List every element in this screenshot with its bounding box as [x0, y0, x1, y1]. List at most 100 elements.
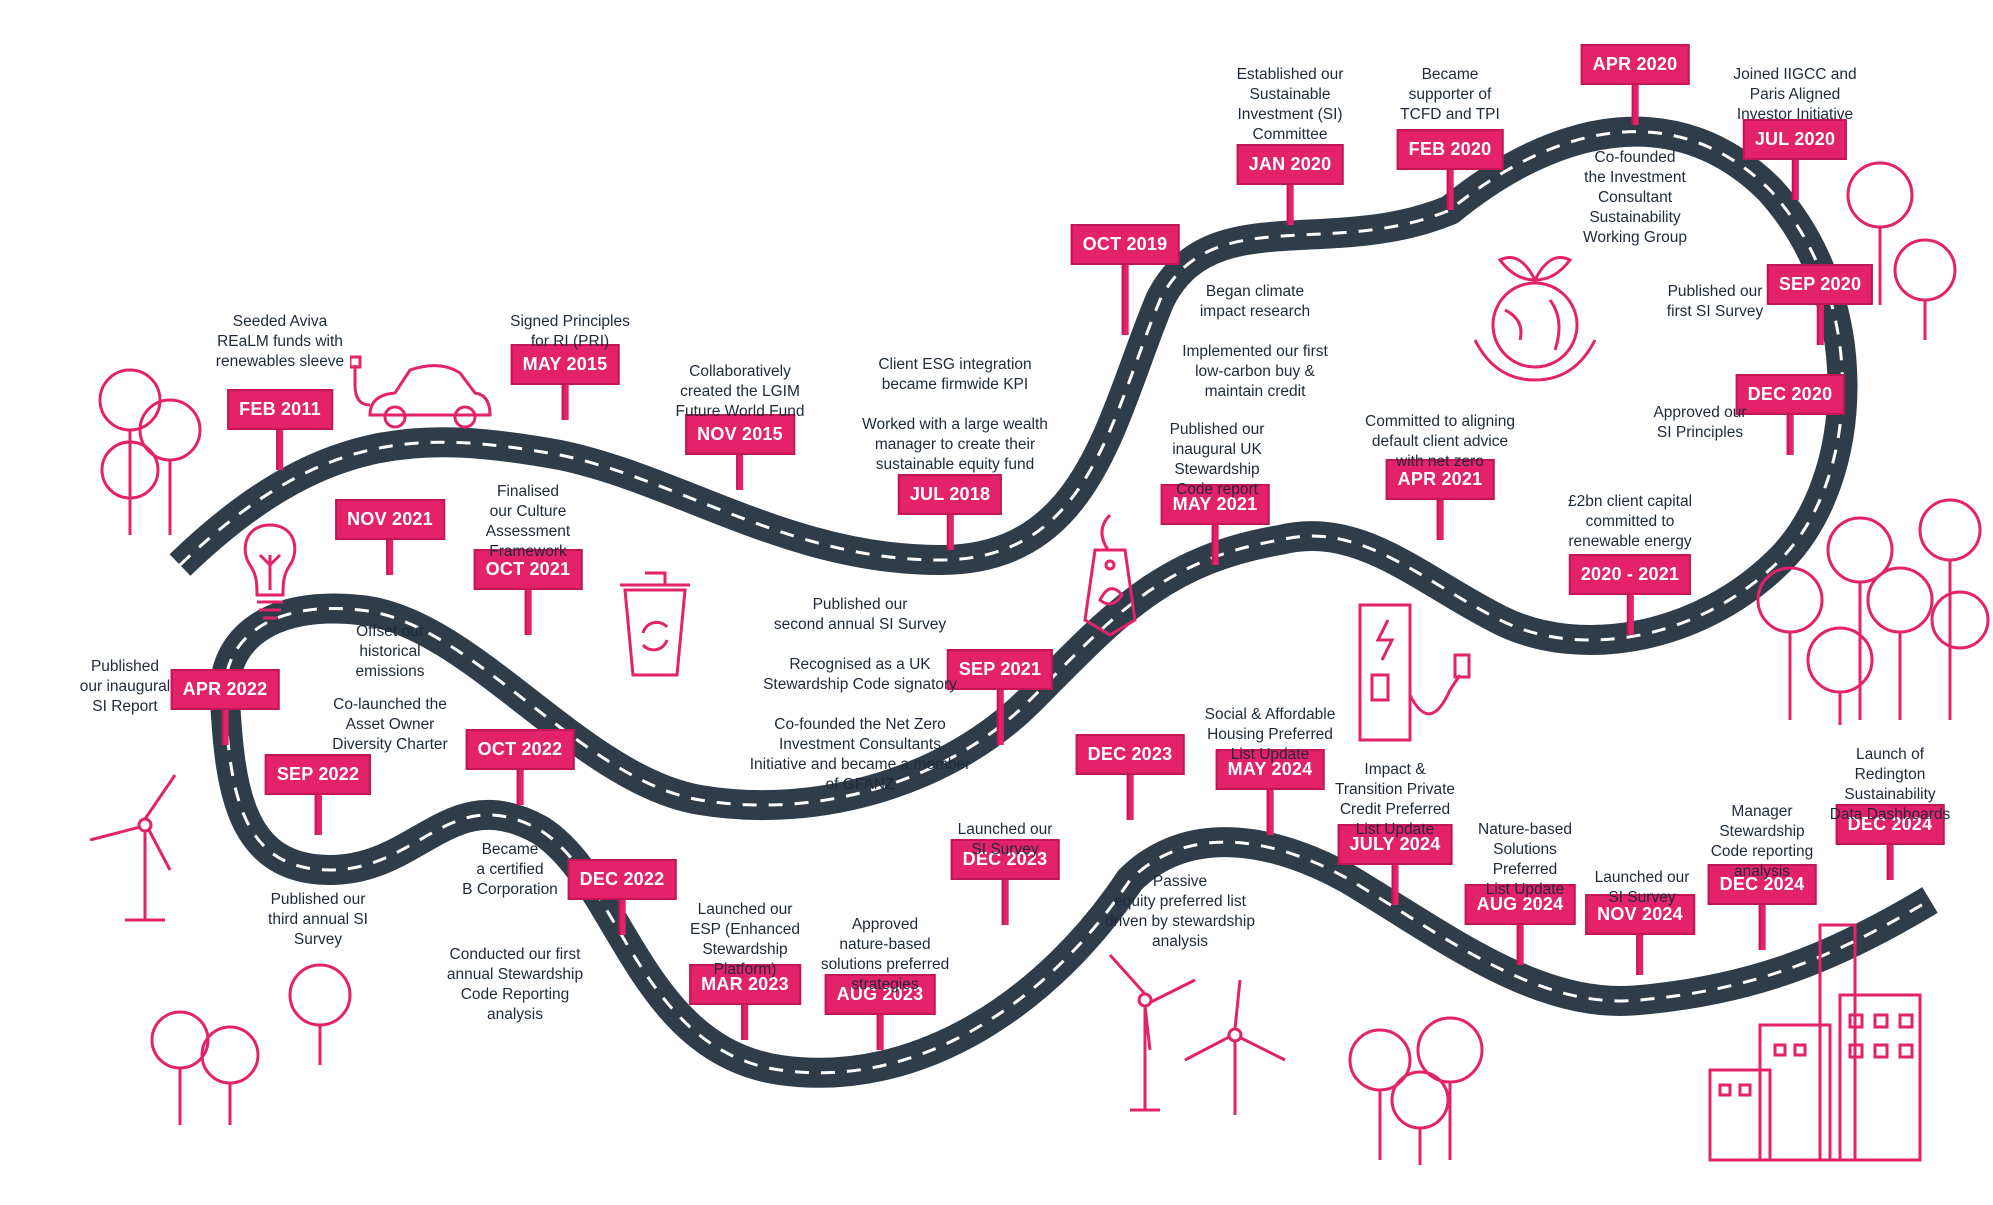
milestone-sign: DEC 2024: [1707, 864, 1817, 950]
milestone-date: OCT 2019: [1070, 224, 1180, 265]
milestone-date: NOV 2024: [1585, 894, 1695, 935]
milestone-sign: SEP 2022: [264, 754, 372, 835]
milestone-description: Nature-based Solutions Preferred List Up…: [1478, 821, 1572, 898]
sign-post: [516, 770, 524, 805]
milestone-description: Joined IIGCC and Paris Aligned Investor …: [1733, 66, 1857, 123]
milestone-sign: DEC 2020: [1735, 374, 1845, 455]
milestone-date: NOV 2015: [685, 414, 795, 455]
milestone-description: Published our inaugural SI Report: [79, 658, 171, 715]
milestone-description: Collaboratively created the LGIM Future …: [675, 363, 805, 420]
milestone-description: Published our first SI Survey: [1666, 283, 1764, 320]
milestone-sign: SEP 2020: [1766, 264, 1874, 345]
sign-post: [1631, 85, 1639, 125]
milestone-sign: 2020 - 2021: [1568, 554, 1692, 635]
ev-charger-icon: [1358, 603, 1471, 742]
milestone-sign: OCT 2021: [473, 549, 583, 635]
milestone-description: Became supporter of TCFD and TPI: [1400, 66, 1500, 123]
sign-post: [1516, 925, 1524, 965]
milestone-date: AUG 2023: [824, 974, 936, 1015]
milestone-sign: NOV 2021: [335, 499, 445, 575]
milestone-description: Became a certified B Corporation: [462, 841, 558, 898]
milestone-date: MAY 2024: [1215, 749, 1325, 790]
milestone-sign: AUG 2024: [1464, 884, 1576, 965]
sign-post: [561, 385, 569, 420]
sign-post: [1886, 845, 1894, 880]
recycle-bin-icon: [620, 571, 690, 677]
milestone-sign: AUG 2023: [824, 974, 936, 1050]
milestone-description: Published our third annual SI Survey: [268, 891, 368, 948]
milestone-sign: MAY 2015: [510, 344, 620, 420]
milestone-sign: NOV 2015: [685, 414, 795, 490]
milestone-description: Co-launched the Asset Owner Diversity Ch…: [332, 696, 448, 753]
milestone-description: £2bn client capital committed to renewab…: [1567, 493, 1693, 550]
milestone-description: Passive equity preferred list driven by …: [1105, 873, 1255, 950]
milestone-date: DEC 2023: [950, 839, 1060, 880]
milestone-description: Committed to aligning default client adv…: [1365, 413, 1515, 470]
milestone-description: Launch of Redington Sustainability Data …: [1829, 746, 1951, 823]
milestone-sign: OCT 2019: [1070, 224, 1180, 335]
wind-turbine-icon: [1108, 953, 1196, 1112]
milestone-date: MAR 2023: [689, 964, 801, 1005]
sign-post: [314, 795, 322, 835]
milestone-description: Finalised our Culture Assessment Framewo…: [485, 483, 571, 560]
milestone-sign: APR 2020: [1580, 44, 1690, 125]
milestone-description: Established our Sustainable Investment (…: [1236, 66, 1344, 143]
milestone-sign: MAR 2023: [689, 964, 801, 1040]
milestone-description: Manager Stewardship Code reporting analy…: [1710, 803, 1814, 880]
tree-icon: [1348, 1016, 1484, 1165]
milestone-date: SEP 2022: [264, 754, 372, 795]
wind-turbine-icon: [89, 774, 177, 922]
milestone-description: Conducted our first annual Stewardship C…: [446, 946, 584, 1023]
sign-post: [1266, 790, 1274, 835]
lightbulb-icon: [243, 523, 297, 620]
milestone-date: SEP 2020: [1766, 264, 1874, 305]
milestone-description: Launched our ESP (Enhanced Stewardship P…: [689, 901, 800, 978]
tree-icon: [98, 368, 202, 535]
milestone-sign: APR 2021: [1385, 459, 1495, 540]
milestone-description: Approved nature-based solutions preferre…: [820, 916, 950, 993]
milestone-description: Published our inaugural UK Stewardship C…: [1169, 421, 1265, 498]
milestone-description: Launched our SI Survey: [1594, 869, 1690, 906]
milestone-date: FEB 2011: [227, 389, 333, 430]
car-icon: [350, 355, 492, 429]
sign-post: [1121, 265, 1129, 335]
milestone-description: Offset our historical emissions: [355, 623, 425, 680]
milestone-sign: OCT 2022: [465, 729, 575, 805]
sign-post: [1758, 905, 1766, 950]
milestone-sign: DEC 2023: [1075, 734, 1185, 820]
factory-icon: [1708, 923, 1922, 1162]
milestone-date: JUL 2018: [897, 474, 1003, 515]
milestone-date: JAN 2020: [1236, 144, 1344, 185]
milestone-description: Client ESG integration became firmwide K…: [862, 356, 1048, 473]
milestone-date: APR 2020: [1580, 44, 1690, 85]
tree-icon: [1756, 498, 1990, 725]
milestone-date: DEC 2024: [1707, 864, 1817, 905]
milestone-date: APR 2022: [170, 669, 280, 710]
sign-post: [1211, 525, 1219, 565]
milestone-sign: SEP 2021: [946, 649, 1054, 745]
milestone-sign: MAY 2021: [1160, 484, 1270, 565]
sign-post: [876, 1015, 884, 1050]
sign-post: [1436, 500, 1444, 540]
globe-hands-icon: [1473, 256, 1597, 382]
milestone-date: JUL 2020: [1742, 119, 1848, 160]
milestone-sign: FEB 2020: [1396, 129, 1504, 210]
sign-post: [1001, 880, 1009, 925]
sign-post: [221, 710, 229, 745]
sign-post: [1786, 415, 1794, 455]
sign-post: [524, 590, 532, 635]
milestone-sign: NOV 2024: [1585, 894, 1695, 975]
sign-post: [618, 900, 626, 935]
milestone-date: OCT 2021: [473, 549, 583, 590]
sign-post: [1791, 160, 1799, 200]
sign-post: [1626, 595, 1634, 635]
milestone-date: DEC 2024: [1835, 804, 1945, 845]
milestone-date: NOV 2021: [335, 499, 445, 540]
milestone-date: DEC 2023: [1075, 734, 1185, 775]
milestone-sign: DEC 2022: [567, 859, 677, 935]
milestone-description: Co-founded the Investment Consultant Sus…: [1583, 149, 1687, 246]
milestone-description: Approved our SI Principles: [1653, 404, 1747, 441]
milestone-sign: DEC 2023: [950, 839, 1060, 925]
